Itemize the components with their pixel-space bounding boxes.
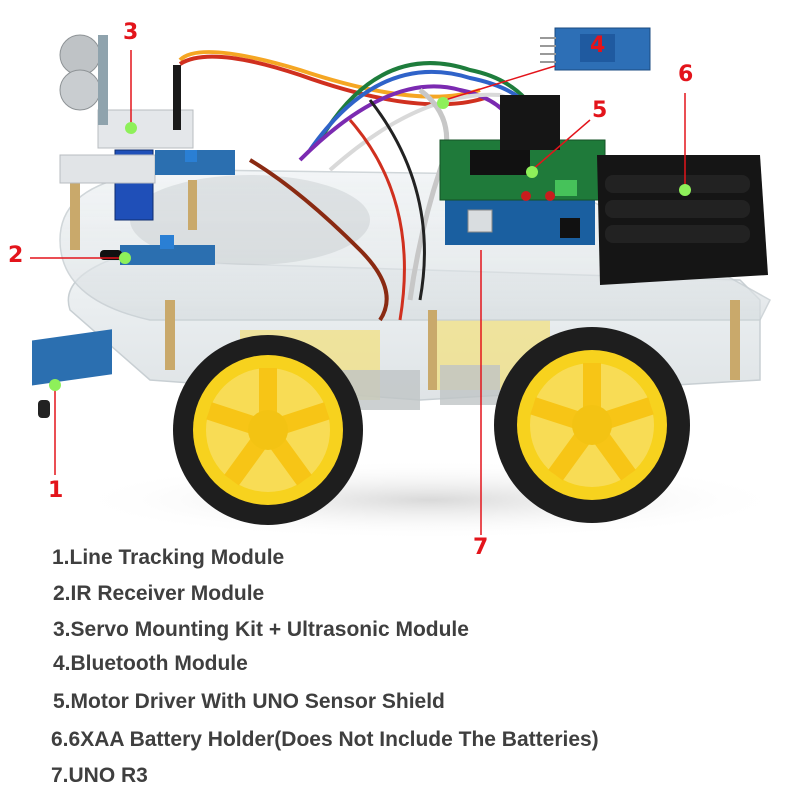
legend-item-3: 3.Servo Mounting Kit + Ultrasonic Module: [53, 618, 469, 641]
marker-5: [526, 166, 538, 178]
callout-number-7: 7: [473, 535, 489, 560]
callout-number-5: 5: [592, 98, 608, 123]
marker-6: [679, 184, 691, 196]
marker-4: [437, 97, 449, 109]
callout-number-3: 3: [123, 20, 139, 45]
callout-number-1: 1: [48, 478, 64, 503]
callout-line-4: [444, 65, 556, 101]
marker-2: [119, 252, 131, 264]
callout-number-6: 6: [678, 62, 694, 87]
legend-item-5: 5.Motor Driver With UNO Sensor Shield: [53, 690, 445, 713]
callout-line-5: [531, 119, 591, 171]
robot-car-illustration: [30, 27, 790, 540]
callout-number-2: 2: [8, 243, 24, 268]
legend-item-1: 1.Line Tracking Module: [52, 546, 285, 569]
legend-item-4: 4.Bluetooth Module: [53, 652, 248, 675]
marker-1: [49, 379, 61, 391]
legend-item-7: 7.UNO R3: [51, 764, 148, 787]
legend-item-2: 2.IR Receiver Module: [53, 582, 265, 605]
callout-number-4: 4: [590, 33, 606, 58]
marker-3: [125, 122, 137, 134]
legend-item-6: 6.6XAA Battery Holder(Does Not Include T…: [51, 728, 599, 751]
robot-car-photo: 3 2 1 4 5 6 7: [8, 20, 790, 560]
